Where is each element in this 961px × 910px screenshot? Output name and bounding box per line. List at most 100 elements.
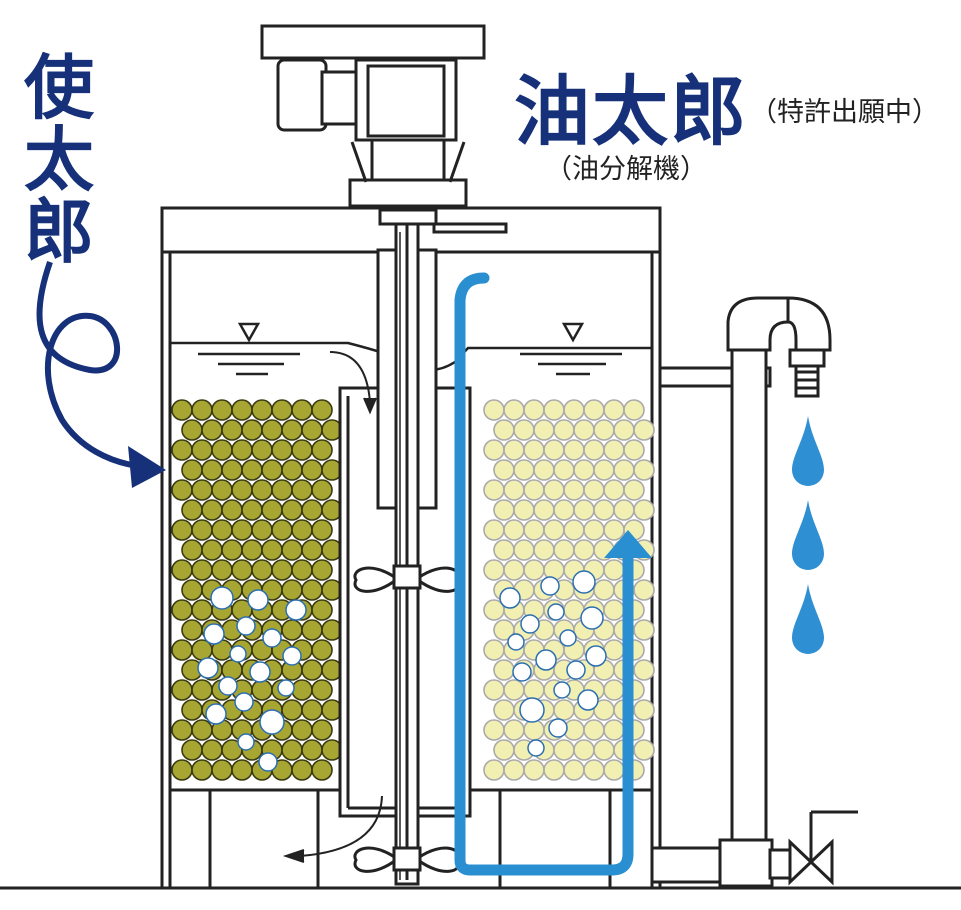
media-ball <box>281 619 303 641</box>
media-ball <box>543 519 565 541</box>
media-ball <box>281 499 303 521</box>
media-ball <box>241 419 263 441</box>
air-bubble <box>507 633 525 651</box>
air-bubble <box>205 703 227 725</box>
media-ball <box>221 499 243 521</box>
media-ball <box>603 599 625 621</box>
media-ball <box>211 559 233 581</box>
blue-flow-path <box>454 272 634 876</box>
media-ball <box>523 479 545 501</box>
motor-assembly <box>260 24 486 208</box>
media-ball <box>553 459 575 481</box>
media-ball <box>171 759 193 781</box>
air-bubble <box>540 576 560 596</box>
media-ball <box>171 559 193 581</box>
outlet-pipe <box>650 296 832 888</box>
curved-arrow-head <box>128 446 166 488</box>
media-ball <box>503 399 525 421</box>
triangle-down-icon <box>237 322 261 343</box>
media-ball <box>211 399 233 421</box>
media-ball <box>301 419 323 441</box>
media-ball <box>623 439 645 461</box>
gate-valve-icon <box>788 810 858 886</box>
media-ball <box>261 539 283 561</box>
air-bubble <box>197 657 219 679</box>
media-ball <box>573 499 595 521</box>
media-ball <box>593 739 615 761</box>
media-ball <box>271 519 293 541</box>
media-ball <box>593 499 615 521</box>
triangle-down-icon <box>561 322 585 343</box>
air-bubble <box>203 623 225 645</box>
media-ball <box>301 539 323 561</box>
air-bubble <box>519 697 545 723</box>
patent-note: （特許出願中） <box>750 97 939 128</box>
media-ball <box>493 699 515 721</box>
media-ball <box>503 479 525 501</box>
air-bubble <box>218 676 238 696</box>
air-bubble <box>572 570 596 594</box>
media-ball <box>251 479 273 501</box>
media-ball <box>231 559 253 581</box>
media-ball <box>573 459 595 481</box>
media-ball <box>493 539 515 561</box>
media-ball <box>513 459 535 481</box>
media-ball <box>291 719 313 741</box>
media-ball <box>191 719 213 741</box>
media-ball <box>311 599 333 621</box>
media-ball <box>201 499 223 521</box>
media-ball <box>523 679 545 701</box>
media-ball <box>281 699 303 721</box>
media-ball <box>593 579 615 601</box>
media-ball <box>291 679 313 701</box>
media-ball <box>201 739 223 761</box>
media-ball <box>171 399 193 421</box>
media-ball <box>291 479 313 501</box>
media-ball <box>603 559 625 581</box>
media-ball <box>301 499 323 521</box>
media-ball <box>171 439 193 461</box>
media-ball <box>301 579 323 601</box>
media-ball <box>563 759 585 781</box>
media-ball <box>543 439 565 461</box>
media-ball <box>583 719 605 741</box>
media-ball <box>191 679 213 701</box>
media-ball <box>483 719 505 741</box>
label-char: 太 <box>24 119 94 201</box>
media-ball <box>493 659 515 681</box>
product-subtitle: （油分解機） <box>545 154 707 185</box>
media-ball <box>603 759 625 781</box>
media-ball <box>513 499 535 521</box>
media-ball <box>311 559 333 581</box>
media-ball <box>211 519 233 541</box>
water-drops <box>792 416 824 654</box>
media-ball <box>583 759 605 781</box>
media-ball <box>301 459 323 481</box>
air-bubble <box>559 629 577 647</box>
label-char: 郎 <box>24 191 94 273</box>
media-ball <box>603 639 625 661</box>
media-ball <box>171 519 193 541</box>
media-ball <box>191 759 213 781</box>
media-ball <box>171 679 193 701</box>
air-bubble <box>234 692 254 712</box>
upper-impeller <box>353 564 461 593</box>
media-ball <box>241 459 263 481</box>
media-ball <box>231 439 253 461</box>
media-ball <box>251 679 273 701</box>
media-ball <box>281 739 303 761</box>
media-ball <box>291 559 313 581</box>
water-drop-icon <box>792 416 824 486</box>
media-ball <box>633 619 655 641</box>
label-char: 使 <box>24 47 94 129</box>
media-ball <box>593 419 615 441</box>
media-ball <box>231 519 253 541</box>
media-ball <box>513 419 535 441</box>
media-ball <box>231 399 253 421</box>
media-ball <box>191 479 213 501</box>
media-ball <box>171 599 193 621</box>
media-ball <box>211 439 233 461</box>
air-bubble <box>262 628 282 648</box>
media-ball <box>311 519 333 541</box>
